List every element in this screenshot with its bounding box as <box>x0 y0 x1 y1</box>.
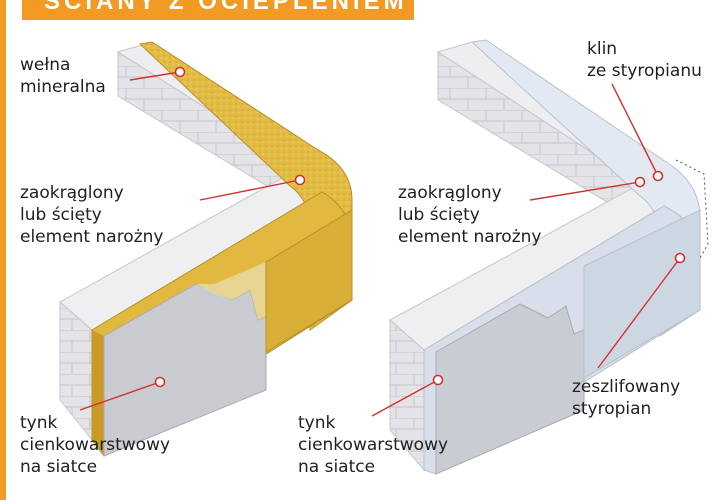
leader-line-sanded <box>597 257 681 369</box>
marker-wedge <box>652 170 664 182</box>
leader-markers <box>154 66 686 388</box>
leader-line-render-right <box>371 379 439 417</box>
right-wall-render-coat <box>435 303 585 475</box>
marker-wool <box>174 66 186 78</box>
label-render-left: tynk cienkowarstwowy na siatce <box>20 413 171 477</box>
right-wall-diagram <box>389 39 709 475</box>
leader-line-render-left <box>79 381 161 411</box>
label-render-right: tynk cienkowarstwowy na siatce <box>298 413 449 477</box>
marker-corner-left <box>294 174 306 186</box>
leader-line-corner-right <box>529 181 641 201</box>
header-title: ŚCIANY Z OCIEPLENIEM <box>22 0 414 20</box>
label-corner-element-right: zaokrąglony lub ścięty element narożny <box>398 183 542 247</box>
label-sanded-eps: zeszlifowany styropian <box>572 377 681 419</box>
left-wall-diagram <box>59 41 353 457</box>
label-mineral-wool: wełna mineralna <box>20 55 106 97</box>
leader-line-wedge <box>611 83 659 177</box>
label-eps-wedge: klin ze styropianu <box>587 39 702 81</box>
left-wall-wool-layer <box>265 209 353 353</box>
right-wall-eps-layer <box>583 209 701 379</box>
left-wall-render-coat <box>196 262 266 320</box>
leader-lines <box>79 71 681 417</box>
accent-frame <box>0 0 6 500</box>
marker-render-right <box>432 374 444 386</box>
right-wall-wedge-outline <box>675 159 709 259</box>
marker-corner-right <box>634 176 646 188</box>
marker-render-left <box>154 376 166 388</box>
label-corner-element-left: zaokrąglony lub ścięty element narożny <box>20 183 164 247</box>
marker-sanded <box>674 252 686 264</box>
leader-line-wool <box>129 71 181 81</box>
left-wall-wool-layer <box>92 330 104 456</box>
leader-line-corner-left <box>199 179 301 201</box>
